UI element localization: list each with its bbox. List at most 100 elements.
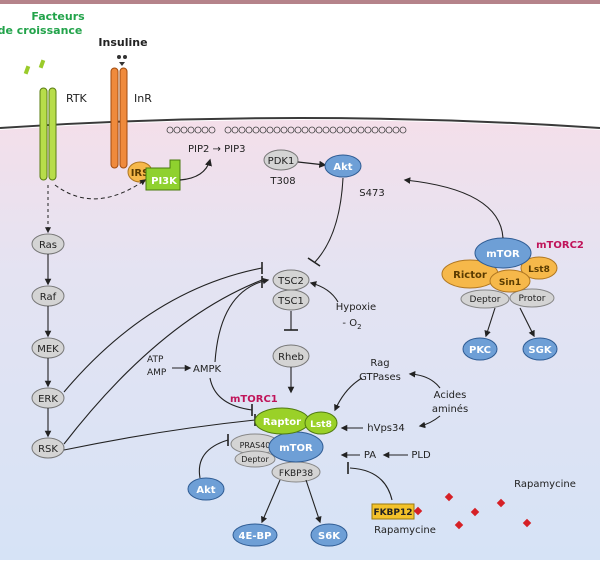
irs-label: IRS (131, 168, 150, 179)
akt-label: Akt (333, 162, 352, 173)
erk-label: ERK (38, 394, 58, 405)
rsk-to-raptor-line (63, 419, 256, 451)
deptor-node (234, 450, 276, 468)
pdk1-node (263, 149, 299, 171)
rsk-node (31, 437, 65, 459)
s6k-label: S6K (318, 531, 341, 542)
atp-label: ATP (147, 355, 164, 365)
deptor-label: Deptor (241, 455, 269, 464)
rtk-to-pi3k-dashed-arrow (54, 179, 146, 200)
fkbp38-label: FKBP38 (279, 469, 313, 479)
gtpases-label: GTPases (359, 372, 401, 383)
s6k-node (310, 523, 348, 547)
lst8-2-node (520, 256, 558, 280)
aa-to-hvps34-arrow (418, 415, 441, 429)
t308-label: T308 (269, 176, 295, 187)
growth-factor-ligands (23, 59, 46, 75)
raf-label: Raf (40, 292, 57, 303)
o2-label: - O2 (342, 318, 361, 331)
pi3k-node (145, 159, 181, 191)
rheb-label: Rheb (278, 352, 304, 363)
rsk-label: RSK (38, 444, 58, 455)
hvps34-label: hVps34 (367, 423, 404, 434)
ras-label: Ras (39, 240, 57, 251)
tsc1-node (272, 289, 310, 311)
acides-label: Acides (434, 390, 467, 401)
pkc-node (462, 337, 498, 361)
deptor-2-label: Deptor (470, 295, 501, 305)
protor-node (509, 288, 555, 308)
ampk-inhibits-raptor (209, 377, 253, 411)
akt-inhibits-tsc2 (314, 177, 344, 263)
pkc-label: PKC (469, 345, 491, 356)
rapamycin-molecules (444, 492, 532, 530)
rapamycin-bound-mark (413, 506, 423, 516)
deptor-2-node (460, 289, 510, 309)
raptor-label: Raptor (263, 417, 301, 428)
sin1-node (489, 269, 531, 293)
mtorc1-label: mTORC1 (230, 394, 278, 405)
rag-label: Rag (370, 358, 389, 369)
hypoxia-to-tsc2-arrow (309, 281, 339, 303)
fkbp12-inhibits-mtor (349, 467, 393, 501)
growth-factors-label-2: de croissance (0, 24, 82, 37)
mtor-2-label: mTOR (486, 249, 520, 260)
ampk-to-tsc2-arrow (214, 277, 270, 363)
akt-node (324, 154, 362, 178)
rapamycine-label: Rapamycine (374, 525, 436, 536)
pi3k-to-pip3-arrow (179, 158, 212, 181)
aa-to-rag-arrow (408, 370, 441, 389)
pdk1-label: PDK1 (268, 156, 295, 167)
pras40-label: PRAS40 (240, 441, 271, 450)
rapamycine-top-label: Rapamycine (514, 479, 576, 490)
fkbp12-node (371, 503, 415, 520)
sin1-label: Sin1 (499, 278, 521, 288)
akt-lower-label: Akt (196, 485, 215, 496)
sgk-node (522, 337, 558, 361)
lst8-node (304, 411, 338, 435)
akt-tsc2-bar (307, 257, 321, 267)
amp-label: AMP (147, 368, 167, 378)
sgk-label: SGK (528, 345, 552, 356)
pa-label: PA (364, 450, 376, 461)
akt-inhibits-pras40 (198, 439, 229, 479)
mtorc2-label: mTORC2 (536, 240, 584, 251)
4ebp-label: 4E-BP (239, 531, 272, 542)
mtorc1-to-4ebp-arrow (261, 479, 281, 524)
lst8-label: Lst8 (310, 420, 332, 430)
pi3k-label: PI3K (151, 176, 178, 187)
mtorc1-to-s6k-arrow (305, 479, 322, 524)
mek-label: MEK (37, 344, 59, 355)
insulin-ligands (117, 55, 127, 66)
rtk-receptor (39, 87, 57, 181)
4ebp-node (232, 523, 278, 547)
mtorc2-to-pkc-arrow (484, 307, 496, 338)
fkbp12-label: FKBP12 (373, 508, 412, 518)
plasma-membrane (0, 117, 600, 129)
growth-factors-label-1: Facteurs (31, 10, 85, 23)
rictor-label: Rictor (453, 270, 487, 281)
o2-subscript: 2 (357, 323, 361, 331)
tsc1-label: TSC1 (277, 296, 304, 307)
mtor-label: mTOR (279, 443, 313, 454)
membrane-lipids (166, 126, 407, 134)
s473-label: S473 (359, 188, 384, 199)
inr-label: InR (134, 92, 152, 105)
rag-to-mtorc1-arrow (334, 377, 363, 412)
cytoplasm (0, 120, 600, 560)
tsc2-label: TSC2 (277, 276, 304, 287)
protor-label: Protor (518, 294, 545, 304)
insulin-label: Insuline (98, 36, 147, 49)
rtk-label: RTK (66, 92, 88, 105)
amines-label: aminés (432, 403, 468, 415)
lst8-2-label: Lst8 (528, 265, 550, 275)
rsk-inhibits-tsc2 (63, 279, 263, 445)
pld-label: PLD (411, 450, 431, 461)
pdk1-to-akt-arrow (297, 160, 327, 168)
inr-receptor (110, 67, 128, 169)
mtorc2-to-sgk-arrow (519, 307, 535, 338)
akt-lower-node (187, 477, 225, 501)
top-border (0, 0, 600, 4)
